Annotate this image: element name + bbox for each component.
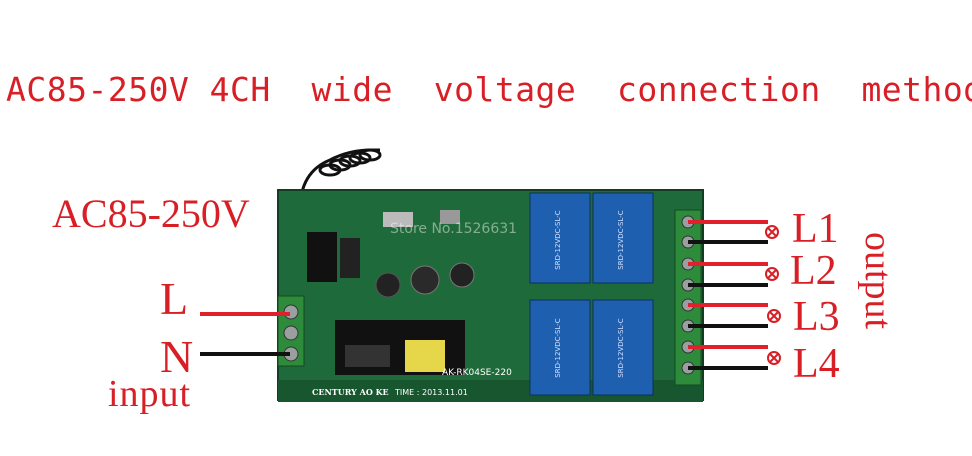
lamp-icon (767, 351, 781, 365)
relay-3: SRD-12VDC-SL-C (529, 299, 591, 396)
capacitor (410, 265, 440, 295)
svg-text:SRD-12VDC-SL-C: SRD-12VDC-SL-C (554, 210, 562, 269)
lamp-icon (765, 225, 779, 239)
output-wires (688, 220, 768, 370)
svg-text:SRD-12VDC-SL-C: SRD-12VDC-SL-C (617, 318, 625, 377)
output-label-l1: L1 (792, 206, 839, 252)
ic-chip (307, 232, 337, 282)
lamp-icon (767, 309, 781, 323)
ic-chip (440, 210, 460, 224)
diagram-title: AC85-250V 4CH wide voltage connection me… (6, 70, 972, 109)
output-label-l4: L4 (793, 341, 840, 387)
transformer (405, 340, 445, 372)
input-label: input (108, 373, 192, 415)
relay-2: SRD-12VDC-SL-C (592, 192, 654, 284)
board-model: AK-RK04SE-220 (442, 368, 512, 378)
voltage-label: AC85-250V (52, 191, 250, 236)
output-vertical-label-wrap: output (857, 232, 938, 362)
ic-chip (383, 212, 413, 227)
lamp-icon (765, 267, 779, 281)
relay-4: SRD-12VDC-SL-C (592, 299, 654, 396)
line-label: L (160, 273, 189, 324)
output-label-l2: L2 (790, 248, 837, 294)
relay-1: SRD-12VDC-SL-C (529, 192, 591, 284)
output-terminal-block (674, 209, 702, 386)
board-maker: CENTURY AO KE (312, 387, 389, 397)
board-time: TIME : 2013.11.01 (394, 388, 468, 397)
output-label-l3: L3 (793, 294, 840, 340)
output-label: output (857, 232, 899, 330)
svg-text:SRD-12VDC-SL-C: SRD-12VDC-SL-C (617, 210, 625, 269)
svg-text:SRD-12VDC-SL-C: SRD-12VDC-SL-C (554, 318, 562, 377)
capacitor (449, 262, 475, 288)
capacitor (375, 272, 401, 298)
neutral-label: N (160, 331, 194, 382)
ic-chip (340, 238, 360, 278)
store-watermark: Store No.1526631 (390, 221, 517, 237)
